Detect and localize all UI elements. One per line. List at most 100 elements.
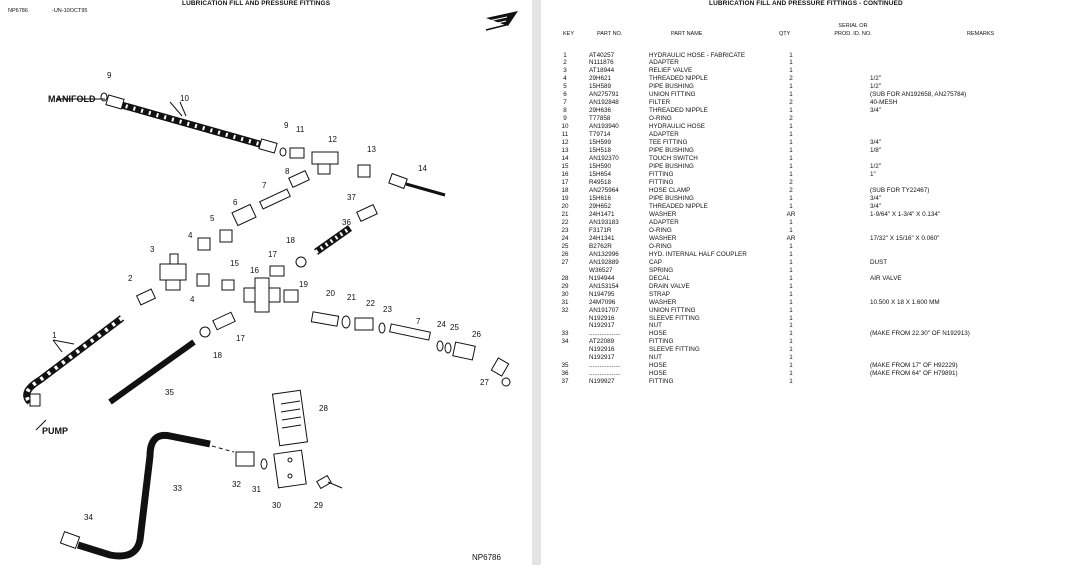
callout-21: 21 [347,293,356,302]
threaded-nipple-8 [288,170,310,188]
row-key: 12 [561,139,569,147]
threaded-nipple-4 [197,237,211,251]
threaded-nipple-4b [196,273,210,287]
row-part-no: T79714 [589,131,611,139]
row-key: 29 [561,282,569,290]
row-remarks: AIR VALVE [870,274,902,282]
fitting-37 [356,204,378,222]
callout-1: 1 [52,331,57,340]
fitting-17b [212,311,236,331]
header-qty: QTY [779,31,791,37]
row-part-no: AT18944 [589,67,615,75]
row-part-no: AN132996 [589,250,619,258]
o-ring-25 [444,342,452,354]
row-part-name: HOSE [649,362,667,370]
row-key: 28 [561,274,569,282]
row-part-name: DRAIN VALVE [649,282,690,290]
row-qty: 1 [789,131,793,139]
callout-28: 28 [319,404,328,413]
row-part-name: THREADED NIPPLE [649,107,708,115]
row-part-name: HOSE CLAMP [649,186,691,194]
union-fitting-32 [235,451,255,467]
row-remarks: 1-9/64" X 1-3/4" X 0.134" [870,210,941,218]
row-key: 34 [561,338,569,346]
row-part-name: HYDRAULIC HOSE [649,123,705,131]
row-qty: 1 [789,250,793,258]
row-part-no: N194944 [589,274,615,282]
row-remarks: (MAKE FROM 64" OF H79891) [870,370,958,378]
callout-23: 23 [383,305,392,314]
o-ring-23 [378,322,386,334]
row-key: 35 [561,362,569,370]
callout-26: 26 [472,330,481,339]
callout-8: 8 [285,167,290,176]
row-remarks: (SUB FOR TY22467) [870,186,930,194]
callout-20: 20 [326,289,335,298]
row-part-name: ADAPTER [649,59,679,67]
callout-11: 11 [296,125,305,134]
row-qty: 1 [789,163,793,171]
row-part-no: W36527 [589,266,613,274]
row-part-no: N192917 [589,322,615,330]
callout-15: 15 [230,259,239,268]
row-part-name: ADAPTER [649,218,679,226]
row-key: 27 [561,258,569,266]
row-part-name: PIPE BUSHING [649,163,694,171]
hose-33 [76,431,235,560]
callout-17b: 17 [236,334,245,343]
washer-24 [436,340,444,352]
row-qty: 1 [789,155,793,163]
row-key: 4 [563,75,567,83]
row-part-no: 24H1471 [589,210,615,218]
washer-21 [341,315,351,329]
row-part-name: RELIEF VALVE [649,67,693,75]
callout-22: 22 [366,299,375,308]
row-part-no: N192916 [589,346,615,354]
row-part-name: WASHER [649,210,677,218]
row-part-name: PIPE BUSHING [649,147,694,155]
pipe-bushing-19 [283,289,299,303]
row-part-no: AN193940 [589,123,619,131]
row-remarks: 10.500 X 18 X 1.600 MM [870,298,940,306]
row-part-name: ADAPTER [649,131,679,139]
callout-18b: 18 [213,351,222,360]
header-part-no: PART NO. [597,31,623,37]
header-part-name: PART NAME [671,31,703,37]
row-key: 11 [561,131,569,139]
row-qty: 1 [789,274,793,282]
row-part-no: .................. [589,330,621,338]
row-qty: 1 [789,266,793,274]
row-part-no: 24H1341 [589,234,615,242]
row-key: 36 [561,370,569,378]
row-key: 7 [563,99,567,107]
row-qty: 1 [789,306,793,314]
row-part-no: AN192889 [589,258,619,266]
hose-36 [313,225,353,255]
callout-3: 3 [150,245,155,254]
row-qty: 2 [789,179,793,187]
callout-24: 24 [437,320,446,329]
table-row: 11 T79714 ADAPTER 1 [541,131,1081,139]
row-remarks: 3/4" [870,107,881,115]
row-part-name: CAP [649,258,662,266]
row-key: 16 [561,171,569,179]
row-remarks: 1/8" [870,147,881,155]
row-part-no: .................. [589,362,621,370]
pump-caption: PUMP [42,426,69,436]
row-part-name: O-RING [649,226,672,234]
pipe-bushing-13 [357,164,371,178]
drain-valve-29 [316,474,343,490]
row-part-no: 15H590 [589,163,612,171]
